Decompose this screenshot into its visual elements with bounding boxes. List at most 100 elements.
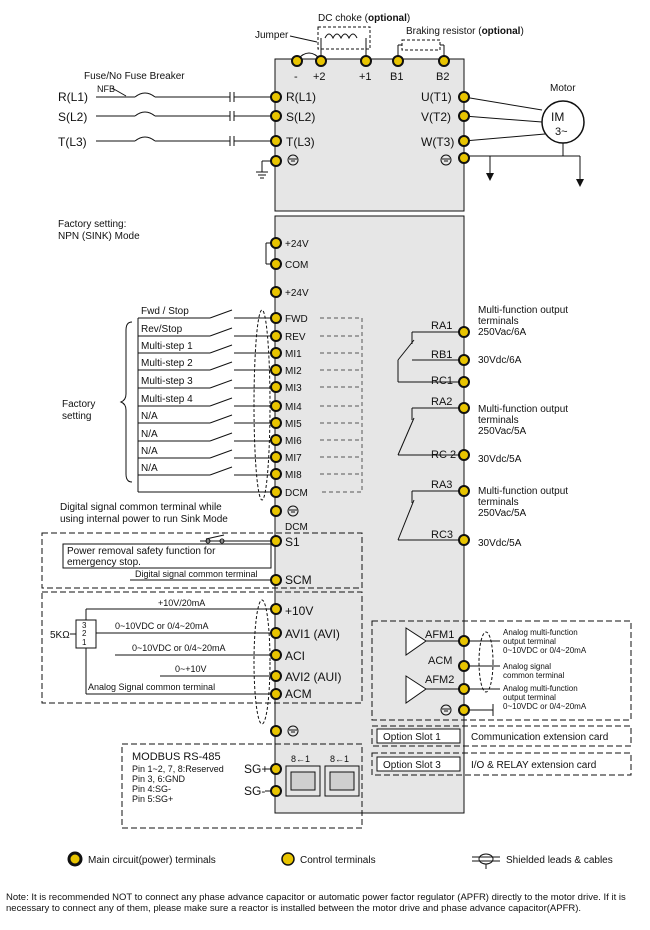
modbus-box xyxy=(121,743,363,829)
drive-body-lower xyxy=(274,215,465,814)
digital-common-line2: using internal power to run Sink Mode xyxy=(60,514,228,525)
svg-text:250Vac/5A: 250Vac/5A xyxy=(478,426,527,437)
dc-choke-box xyxy=(317,26,371,50)
terminal-b1-label: B1 xyxy=(390,71,403,83)
shield-loop xyxy=(478,631,494,693)
analog-wire-3: 0~10VDC or 0/4~20mA xyxy=(132,643,226,653)
terminal-scm-label: SCM xyxy=(285,573,312,587)
terminal-u-label: U(T1) xyxy=(421,90,452,104)
svg-text:0~10VDC or 0/4~20mA: 0~10VDC or 0/4~20mA xyxy=(503,646,587,655)
safety-label-box xyxy=(62,543,272,569)
motor-terminals xyxy=(458,91,470,164)
terminal-s1-label: S1 xyxy=(285,535,300,549)
factory-group-line1: Factory xyxy=(62,399,95,410)
svg-text:+24V: +24V xyxy=(285,288,309,299)
svg-text:MI6: MI6 xyxy=(285,436,302,447)
svg-text:DCM: DCM xyxy=(285,522,308,533)
power-input-wiring xyxy=(96,87,275,179)
svg-text:Multi-function output: Multi-function output xyxy=(478,404,568,415)
slot3-label-box xyxy=(376,756,461,772)
afm-box xyxy=(371,620,632,721)
svg-text:30Vdc/6A: 30Vdc/6A xyxy=(478,355,522,366)
legend-control-label: Control terminals xyxy=(300,855,376,866)
modbus-pin2: Pin 3, 6:GND xyxy=(132,774,186,784)
svg-text:common terminal: common terminal xyxy=(503,671,565,680)
svg-text:MI2: MI2 xyxy=(285,366,302,377)
svg-text:COM: COM xyxy=(285,260,308,271)
rj45-1-pins: 8←1 xyxy=(291,754,310,764)
svg-text:Multi-step 2: Multi-step 2 xyxy=(141,358,193,369)
analog-wiring xyxy=(70,608,275,695)
dc-choke-label: DC choke (optional) xyxy=(318,13,410,24)
analog-wire-4: 0~+10V xyxy=(175,664,207,674)
terminal-sgm-label: SG- xyxy=(244,784,265,798)
terminal-v-label: V(T2) xyxy=(421,110,451,124)
drive-body-upper xyxy=(274,58,465,212)
svg-text:Multi-function output: Multi-function output xyxy=(478,305,568,316)
input-s-label: S(L2) xyxy=(58,110,87,124)
svg-text:1: 1 xyxy=(82,638,87,647)
svg-text:Multi-step 1: Multi-step 1 xyxy=(141,341,193,352)
afm1-label: AFM1 xyxy=(425,629,454,641)
svg-text:N/A: N/A xyxy=(141,446,158,457)
slot1-label: Option Slot 1 xyxy=(383,732,441,743)
top-terminals xyxy=(291,55,450,67)
motor-im-label: IM xyxy=(551,110,564,124)
svg-text:FWD: FWD xyxy=(285,314,308,325)
terminal-plus1-label: +1 xyxy=(359,71,372,83)
shield-loop xyxy=(253,309,271,501)
ground-icon xyxy=(287,154,299,166)
slot1-box xyxy=(371,725,632,747)
svg-text:MI1: MI1 xyxy=(285,349,302,360)
digital-common-line1: Digital signal common terminal while xyxy=(60,502,222,513)
slot3-box xyxy=(371,752,632,776)
svg-text:Analog multi-function: Analog multi-function xyxy=(503,628,578,637)
svg-text:MI3: MI3 xyxy=(285,383,302,394)
shield-cable-icon xyxy=(472,853,500,869)
legend-control-terminal-icon xyxy=(281,852,295,866)
svg-text:MI5: MI5 xyxy=(285,419,302,430)
afm2-amp-icon xyxy=(405,675,427,704)
ground-icon xyxy=(287,725,299,737)
svg-text:30Vdc/5A: 30Vdc/5A xyxy=(478,538,522,549)
nfb-label: NFB xyxy=(97,84,115,94)
analog-wire-1: +10V/20mA xyxy=(158,598,205,608)
svg-text:DCM: DCM xyxy=(285,488,308,499)
factory-setting-line1: Factory setting: xyxy=(58,219,126,230)
ground-icon xyxy=(287,505,299,517)
terminal-avi2-label: AVI2 (AUI) xyxy=(285,670,341,684)
slot1-label-box xyxy=(376,728,461,744)
analog-wire-2: 0~10VDC or 0/4~20mA xyxy=(115,621,209,631)
motor-wiring xyxy=(463,96,584,187)
terminal-b2-label: B2 xyxy=(436,71,449,83)
rj45-2-pins: 8←1 xyxy=(330,754,349,764)
modbus-pin3: Pin 4:SG- xyxy=(132,784,171,794)
svg-text:Multi-step 4: Multi-step 4 xyxy=(141,394,193,405)
slot1-desc: Communication extension card xyxy=(471,732,608,743)
svg-text:250Vac/6A: 250Vac/6A xyxy=(478,327,527,338)
legend-shield-label: Shielded leads & cables xyxy=(506,855,613,866)
terminal-10v-label: +10V xyxy=(285,604,313,618)
analog-wire-5: Analog Signal common terminal xyxy=(88,682,215,692)
terminal-r-label: R(L1) xyxy=(286,90,316,104)
modbus-pin1: Pin 1~2, 7, 8:Reserved xyxy=(132,764,224,774)
input-t-label: T(L3) xyxy=(58,135,87,149)
svg-text:Multi-step 3: Multi-step 3 xyxy=(141,376,193,387)
svg-text:MI4: MI4 xyxy=(285,402,302,413)
safety-box xyxy=(41,532,363,589)
input-r-label: R(L1) xyxy=(58,90,88,104)
relay-wiring xyxy=(397,331,464,541)
legend-main-label: Main circuit(power) terminals xyxy=(88,855,216,866)
afm-descriptions: Analog multi-function output terminal 0~… xyxy=(503,628,587,711)
factory-group-line2: setting xyxy=(62,411,91,422)
svg-text:RA3: RA3 xyxy=(431,479,452,491)
terminal-s-label: S(L2) xyxy=(286,110,315,124)
svg-text:+24V: +24V xyxy=(285,239,309,250)
control-terminal-dots xyxy=(270,237,470,797)
pot-label: 5KΩ xyxy=(50,630,70,641)
afm1-amp-icon xyxy=(405,627,427,656)
svg-text:Fwd / Stop: Fwd / Stop xyxy=(141,306,189,317)
relay-descriptions: Multi-function output terminals 250Vac/6… xyxy=(478,305,568,549)
svg-text:Rev/Stop: Rev/Stop xyxy=(141,324,183,335)
